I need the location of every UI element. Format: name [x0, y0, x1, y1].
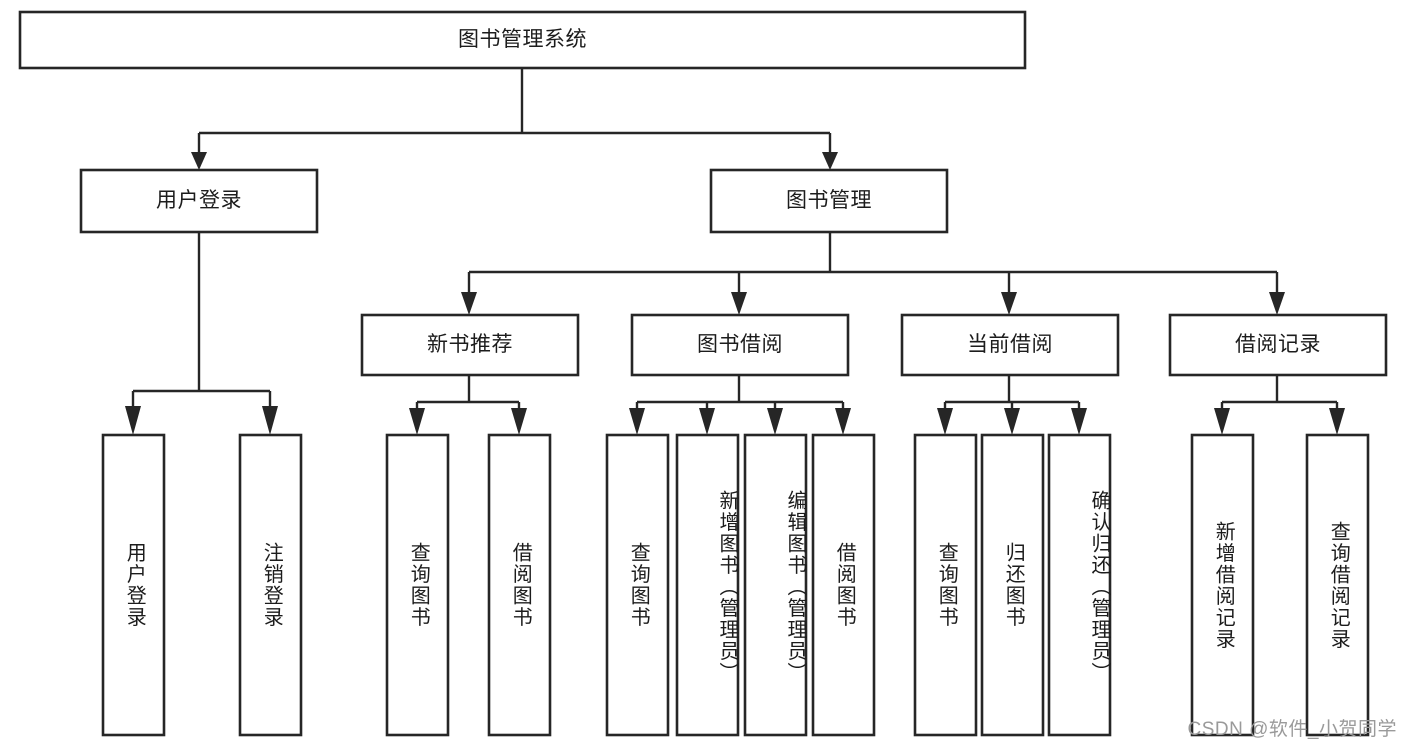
leaf-box-nb-query-book[interactable] [385, 433, 450, 737]
arrow-head-leaf-logout [262, 406, 278, 435]
node-box-new-book-recommend[interactable] [360, 313, 580, 377]
arrow-head-nb-leaf-2 [511, 408, 527, 435]
leaf-box-logout[interactable] [238, 433, 303, 737]
arrow-head-cb-leaf-3 [1071, 408, 1087, 435]
arrow-head-borrow-record [1269, 292, 1285, 315]
arrow-head-bb-leaf-3 [767, 408, 783, 435]
arrow-head-book-borrow [731, 292, 747, 315]
leaf-box-br-query-record[interactable] [1305, 433, 1370, 737]
arrow-head-bb-leaf-2 [699, 408, 715, 435]
node-box-book-manage[interactable] [709, 168, 949, 234]
leaf-box-bb-add-book[interactable] [675, 433, 740, 737]
leaf-box-bb-query-book[interactable] [605, 433, 670, 737]
arrow-head-cb-leaf-1 [937, 408, 953, 435]
node-box-borrow-records[interactable] [1168, 313, 1388, 377]
arrow-head-new-book [461, 292, 477, 315]
arrow-head-br-leaf-2 [1329, 408, 1345, 435]
arrow-head-br-leaf-1 [1214, 408, 1230, 435]
leaf-box-bb-edit-book[interactable] [743, 433, 808, 737]
arrow-head-nb-leaf-1 [409, 408, 425, 435]
leaf-box-cb-return-book[interactable] [980, 433, 1045, 737]
leaf-box-br-add-record[interactable] [1190, 433, 1255, 737]
node-box-root[interactable] [18, 10, 1027, 70]
leaf-box-bb-borrow-book[interactable] [811, 433, 876, 737]
node-box-book-borrow[interactable] [630, 313, 850, 377]
leaf-box-nb-borrow-book[interactable] [487, 433, 552, 737]
leaf-box-cb-confirm-return[interactable] [1047, 433, 1112, 737]
node-box-user-login[interactable] [79, 168, 319, 234]
arrow-head-user-login [191, 152, 207, 170]
leaf-box-user-login[interactable] [101, 433, 166, 737]
arrow-head-bb-leaf-4 [835, 408, 851, 435]
arrow-head-bb-leaf-1 [629, 408, 645, 435]
arrow-head-leaf-user-login [125, 406, 141, 435]
node-box-current-borrow[interactable] [900, 313, 1120, 377]
leaf-box-cb-query-book[interactable] [913, 433, 978, 737]
watermark-text: CSDN @软件_小贺同学 [1187, 719, 1397, 740]
arrow-head-cb-leaf-2 [1004, 408, 1020, 435]
arrow-head-book-manage [822, 152, 838, 170]
arrow-head-current-borrow [1001, 292, 1017, 315]
